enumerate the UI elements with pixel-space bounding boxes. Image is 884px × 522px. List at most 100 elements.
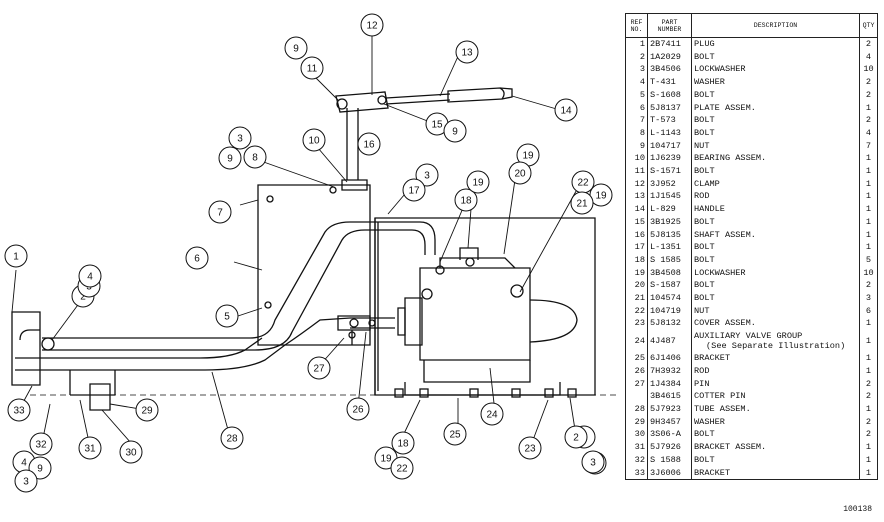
ref-no-cell: 5 [625,88,648,102]
svg-text:5: 5 [224,312,230,323]
qty-cell: 1 [859,177,878,191]
svg-text:32: 32 [35,440,47,451]
ref-no-cell: 10 [625,152,648,166]
svg-text:7: 7 [217,208,223,219]
svg-text:33: 33 [13,406,25,417]
qty-cell: 3 [859,292,878,305]
svg-text:4: 4 [21,458,27,469]
description-cell: BRACKET ASSEM. [694,442,767,453]
ref-no-cell: 12 [625,177,648,191]
description-cell: PIN [694,378,710,389]
svg-text:9: 9 [37,464,43,475]
callout-27: 27 [307,356,331,380]
callout-11: 11 [300,56,324,80]
part-number-cell: 3J952 [647,177,692,191]
qty-cell: 10 [859,63,878,77]
ref-no-cell: 11 [625,165,648,178]
callout-5: 5 [215,304,239,328]
callout-26: 26 [346,397,370,421]
header-ref-no: REF NO. [625,13,648,38]
clamp [335,91,389,113]
header-qty: QTY [859,13,878,38]
qty-cell: 2 [859,37,878,51]
svg-text:24: 24 [486,410,498,421]
part-number-cell: 1A2029 [647,50,692,64]
svg-text:10: 10 [308,136,320,147]
description-note: (See Separate Illustration) [706,341,846,352]
callout-6: 6 [185,246,209,270]
description-cell: NUT [694,140,710,151]
qty-cell: 1 [859,215,878,229]
part-number-cell: 3B1925 [647,215,692,229]
part-number-cell: S 1588 [647,453,692,467]
ref-no-cell: 30 [625,428,648,442]
part-number-cell: 4J487 [647,330,692,353]
part-number-cell: 7H3932 [647,364,692,378]
svg-text:19: 19 [472,178,484,189]
svg-text:2: 2 [573,433,579,444]
svg-text:21: 21 [576,199,588,210]
description-cell: BOLT [694,280,715,291]
ref-no-cell: 28 [625,402,648,416]
part-number-cell: 3B4506 [647,63,692,77]
ref-no-cell: 22 [625,304,648,318]
control-rod [385,93,451,105]
qty-cell: 1 [859,466,878,480]
qty-cell: 1 [859,453,878,467]
part-number-cell: 5J8137 [647,101,692,115]
description-cell: BOLT [694,242,715,253]
shaft-assembly [346,108,359,180]
ref-no-cell [625,390,648,403]
svg-text:9: 9 [452,127,458,138]
ref-no-cell: 27 [625,377,648,391]
bearing-assembly [341,179,368,191]
description-cell: LOCKWASHER [694,64,746,75]
svg-text:19: 19 [380,454,392,465]
callout-18: 18 [391,431,415,455]
callout-19: 19 [466,170,490,194]
svg-text:18: 18 [460,196,472,207]
svg-text:29: 29 [141,406,153,417]
part-number-cell: 9H3457 [647,415,692,429]
parts-table-header: REF NO. PART NUMBER DESCRIPTION QTY [625,13,878,38]
callout-25: 25 [443,422,467,446]
qty-cell: 1 [859,441,878,454]
ref-no-cell: 26 [625,364,648,378]
part-number-cell: 5J7926 [647,441,692,454]
qty-cell: 1 [859,317,878,331]
svg-text:18: 18 [397,439,409,450]
svg-text:3: 3 [590,458,596,469]
header-description: DESCRIPTION [691,13,860,38]
part-number-cell: 5J8132 [647,317,692,331]
svg-text:27: 27 [313,364,325,375]
handle [447,87,505,103]
callout-3: 3 [14,469,38,493]
part-number-cell: 1J6239 [647,152,692,166]
qty-cell: 1 [859,165,878,178]
part-number-cell: 6J1406 [647,352,692,365]
ref-no-cell: 2 [625,50,648,64]
description-cell: TUBE ASSEM. [694,403,751,414]
svg-text:3: 3 [237,134,243,145]
description-cell: NUT [694,305,710,316]
ref-no-cell: 20 [625,279,648,293]
plate-assembly [257,184,371,346]
callout-9: 9 [284,36,308,60]
callout-7: 7 [208,200,232,224]
ref-no-cell: 23 [625,317,648,331]
qty-cell: 2 [859,279,878,293]
ref-no-cell: 18 [625,253,648,267]
svg-text:26: 26 [352,405,364,416]
ref-no-cell: 4 [625,76,648,89]
callout-17: 17 [402,178,426,202]
svg-text:8: 8 [252,153,258,164]
